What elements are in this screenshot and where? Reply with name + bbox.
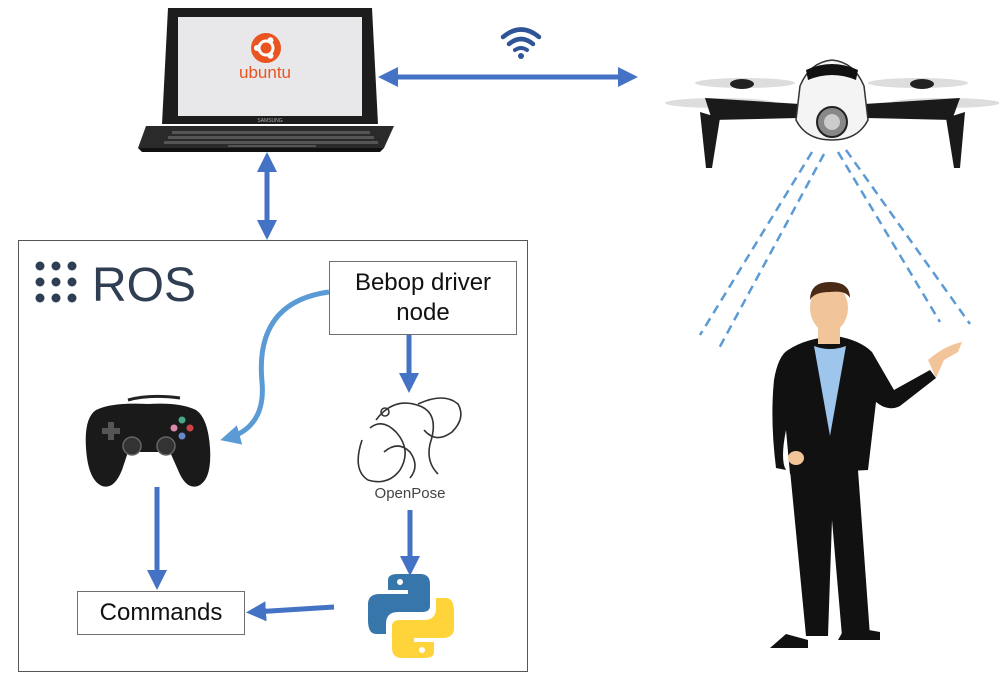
gamepad-icon: [85, 394, 211, 487]
laptop-brand: SAMSUNG: [257, 118, 282, 124]
bebop-driver-node: Bebop driver node: [329, 261, 517, 335]
laptop-icon: SAMSUNG: [138, 8, 394, 152]
ubuntu-text: ubuntu: [239, 63, 291, 82]
ros-logo-text: ROS: [92, 259, 196, 312]
ros-frame: [18, 240, 528, 672]
ubuntu-logo-icon: [251, 33, 281, 63]
camera-beam: [698, 149, 972, 353]
wifi-icon: [500, 27, 542, 59]
ros-logo-icon: [35, 261, 77, 303]
bebop-driver-label: Bebop driver node: [354, 269, 492, 326]
drone-icon: [665, 59, 999, 168]
openpose-logo-icon: [357, 397, 462, 483]
commands-label: Commands: [99, 599, 223, 626]
openpose-label: OpenPose: [375, 485, 446, 502]
commands-node: Commands: [77, 591, 245, 635]
person-icon: [770, 282, 962, 648]
python-logo-icon: [368, 574, 454, 658]
python-commands-arrow: [246, 601, 335, 622]
driver-gamepad-arrow: [220, 289, 330, 445]
